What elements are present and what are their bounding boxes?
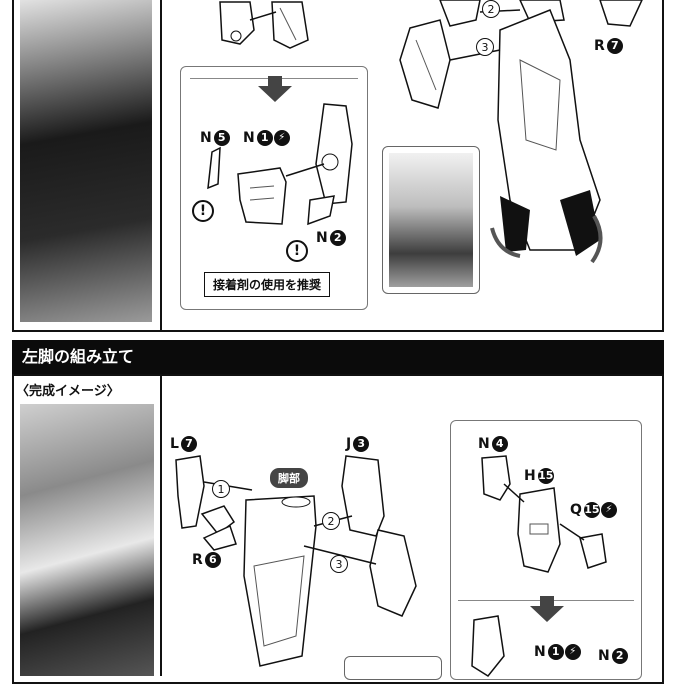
part-drawing-center-left bbox=[207, 103, 353, 226]
part-letter: J bbox=[346, 436, 352, 452]
glue-icon: ⚡ bbox=[273, 130, 290, 146]
part-drawing-upper-left bbox=[219, 1, 309, 49]
part-letter: N bbox=[200, 130, 212, 146]
part-number: 6 bbox=[204, 552, 221, 568]
part-letter: N bbox=[478, 436, 490, 452]
step-3-marker: 3 bbox=[476, 38, 494, 56]
leg-part-tag: 脚部 bbox=[270, 468, 308, 488]
subassembly-drawing bbox=[481, 455, 607, 573]
completed-leg-photo-bottom bbox=[20, 404, 154, 676]
detail-inset-bottom bbox=[344, 656, 442, 680]
part-letter: Q bbox=[570, 502, 582, 518]
completed-leg-photo-top bbox=[20, 0, 152, 322]
part-letter: N bbox=[316, 230, 328, 246]
part-number: 1 bbox=[547, 644, 564, 660]
part-number: 2 bbox=[611, 648, 628, 664]
part-letter: N bbox=[598, 648, 610, 664]
glue-recommendation-note: 接着剤の使用を推奨 bbox=[204, 272, 331, 297]
part-letter: R bbox=[192, 552, 203, 568]
part-number: 5 bbox=[213, 130, 230, 146]
part-number: 7 bbox=[606, 38, 623, 54]
top-panel-divider bbox=[160, 0, 162, 330]
step-2-marker: 2 bbox=[482, 0, 500, 18]
part-letter: N bbox=[243, 130, 255, 146]
part-letter: R bbox=[594, 38, 605, 54]
part-number: 3 bbox=[353, 436, 370, 452]
step-3-marker: 3 bbox=[330, 555, 348, 573]
part-number: 2 bbox=[329, 230, 346, 246]
warning-icon: ! bbox=[192, 200, 214, 222]
assembly-frame bbox=[180, 66, 368, 310]
arrow-down-icon bbox=[530, 596, 564, 622]
completed-image-label: 〈完成イメージ〉 bbox=[16, 384, 120, 399]
part-number: 15 bbox=[583, 502, 600, 518]
part-number: 15 bbox=[537, 468, 554, 484]
glue-icon: ⚡ bbox=[564, 644, 581, 660]
step-2-marker: 2 bbox=[322, 512, 340, 530]
arrow-down-icon bbox=[258, 76, 292, 102]
detail-inset-image bbox=[389, 153, 473, 287]
part-number: 7 bbox=[180, 436, 197, 452]
subassembly-drawing-lower bbox=[471, 615, 505, 677]
part-number: 4 bbox=[491, 436, 508, 452]
section-header: 左脚の組み立て bbox=[12, 340, 664, 374]
leg-assembly-drawing bbox=[175, 455, 417, 667]
step-1-marker: 1 bbox=[212, 480, 230, 498]
glue-icon: ⚡ bbox=[600, 502, 617, 518]
part-letter: L bbox=[170, 436, 179, 452]
bottom-panel-divider bbox=[160, 376, 162, 676]
part-letter: H bbox=[524, 468, 536, 484]
part-letter: N bbox=[534, 644, 546, 660]
detail-inset bbox=[382, 146, 480, 294]
part-number: 1 bbox=[256, 130, 273, 146]
part-drawing-upper-right bbox=[399, 0, 643, 264]
warning-icon: ! bbox=[286, 240, 308, 262]
